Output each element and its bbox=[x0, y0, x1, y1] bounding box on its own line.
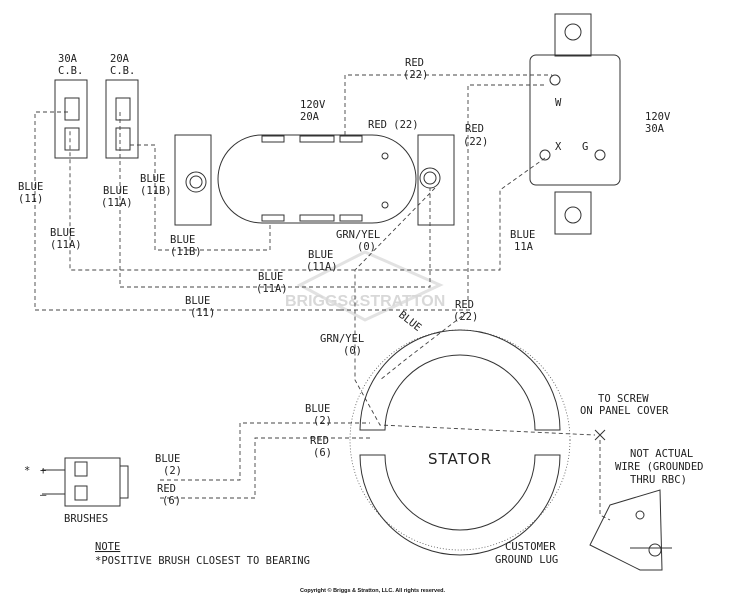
wire-red22-top-color: RED bbox=[405, 57, 424, 69]
wire-blue11a-right-num: 11A bbox=[514, 241, 534, 253]
wire-red22-mid: RED (22) bbox=[368, 119, 419, 131]
wire-red6-brush-num: (6) bbox=[162, 495, 181, 507]
to-screw-line2: ON PANEL COVER bbox=[580, 405, 669, 417]
brushes-assembly: * + – BRUSHES bbox=[24, 457, 129, 525]
brush-positive-marker: * bbox=[24, 465, 30, 477]
note-text: *POSITIVE BRUSH CLOSEST TO BEARING bbox=[95, 555, 310, 567]
wires bbox=[34, 74, 596, 499]
to-screw-line1: TO SCREW bbox=[598, 393, 649, 405]
breaker-30a-rating: 30A bbox=[58, 53, 78, 65]
annotations: TO SCREW ON PANEL COVER NOT ACTUAL WIRE … bbox=[95, 393, 704, 594]
wire-red6-top-num: (6) bbox=[313, 447, 332, 459]
terminal-w-label: W bbox=[555, 97, 562, 109]
not-actual-line2: WIRE (GROUNDED bbox=[615, 461, 704, 473]
ground-lug bbox=[589, 489, 672, 571]
wire-blue11-left-num: (11) bbox=[18, 193, 43, 205]
receptacle-30a: 120V 30A W X G bbox=[529, 13, 671, 235]
brushes-label: BRUSHES bbox=[64, 513, 108, 525]
wire-blue11-low-color: BLUE bbox=[185, 295, 210, 307]
wire-blue11a-low-num: (11A) bbox=[256, 283, 288, 295]
note-title: NOTE bbox=[95, 541, 120, 553]
copyright: Copyright © Briggs & Stratton, LLC. All … bbox=[300, 587, 446, 594]
terminal-x-label: X bbox=[555, 141, 562, 153]
wire-blue11a-center-color: BLUE bbox=[308, 249, 333, 261]
breaker-20a-type: C.B. bbox=[110, 65, 135, 77]
receptacle-20a-voltage: 120V bbox=[300, 99, 326, 111]
customer-lug-line1: CUSTOMER bbox=[505, 541, 556, 553]
wire-grnyel-low-color: GRN/YEL bbox=[320, 333, 364, 345]
wire-labels: RED (22) RED (22) RED (22) RED (22) BLUE… bbox=[18, 57, 535, 507]
breaker-20a: 20A C.B. bbox=[105, 53, 139, 159]
wire-blue11a-left-color: BLUE bbox=[50, 227, 75, 239]
watermark-text: BRIGGS&STRATTON bbox=[285, 293, 445, 310]
receptacle-20a-rating: 20A bbox=[300, 111, 320, 123]
receptacle-30a-rating: 30A bbox=[645, 123, 665, 135]
stator: STATOR bbox=[349, 329, 571, 556]
wire-blue11a-mid-color: BLUE bbox=[103, 185, 128, 197]
wire-red22-right-num: (22) bbox=[463, 136, 488, 148]
customer-lug-line2: GROUND LUG bbox=[495, 554, 558, 566]
brush-positive-sign: + bbox=[40, 465, 46, 477]
wire-blue2-brush-color: BLUE bbox=[155, 453, 180, 465]
breaker-20a-rating: 20A bbox=[110, 53, 130, 65]
wire-blue2-brush-num: (2) bbox=[163, 465, 182, 477]
wire-red6-brush-color: RED bbox=[157, 483, 176, 495]
wire-blue11b-bottom-num: (11B) bbox=[170, 246, 202, 258]
breaker-30a-type: C.B. bbox=[58, 65, 83, 77]
receptacle-20a: 120V 20A bbox=[174, 99, 455, 226]
wire-blue11b-label-color: BLUE bbox=[140, 173, 165, 185]
wire-blue2-top-num: (2) bbox=[313, 415, 332, 427]
watermark: BRIGGS&STRATTON bbox=[285, 250, 445, 322]
not-actual-line3: THRU RBC) bbox=[630, 474, 687, 486]
wire-blue11a-low-color: BLUE bbox=[258, 271, 283, 283]
not-actual-line1: NOT ACTUAL bbox=[630, 448, 693, 460]
wire-red22-top-num: (22) bbox=[403, 69, 428, 81]
wire-blue11a-left-num: (11A) bbox=[50, 239, 82, 251]
wire-red22-right-color: RED bbox=[465, 123, 484, 135]
terminal-g-label: G bbox=[582, 141, 588, 153]
wire-blue11a-right-color: BLUE bbox=[510, 229, 535, 241]
wire-blue11a-mid-num: (11A) bbox=[101, 197, 133, 209]
receptacle-30a-voltage: 120V bbox=[645, 111, 671, 123]
wire-blue11-left-color: BLUE bbox=[18, 181, 43, 193]
wire-grnyel-low-num: (0) bbox=[343, 345, 362, 357]
brush-negative-sign: – bbox=[40, 489, 47, 501]
wire-blue11b-bottom-color: BLUE bbox=[170, 234, 195, 246]
wire-blue11-low-num: (11) bbox=[190, 307, 215, 319]
wire-grnyel-top-num: (0) bbox=[357, 241, 376, 253]
wire-red6-top-color: RED bbox=[310, 435, 329, 447]
wire-blue11a-center-num: (11A) bbox=[306, 261, 338, 273]
wire-red22-bottom-color: RED bbox=[455, 299, 474, 311]
wire-blue11b-label-num: (11B) bbox=[140, 185, 172, 197]
wire-blue-diag: BLUE bbox=[396, 309, 423, 334]
wire-grnyel-top-color: GRN/YEL bbox=[336, 229, 380, 241]
screw-connection bbox=[594, 429, 611, 521]
stator-label: STATOR bbox=[428, 450, 492, 468]
breaker-30a: 30A C.B. bbox=[54, 53, 88, 159]
wire-red22-bottom-num: (22) bbox=[453, 311, 478, 323]
wire-blue2-top-color: BLUE bbox=[305, 403, 330, 415]
